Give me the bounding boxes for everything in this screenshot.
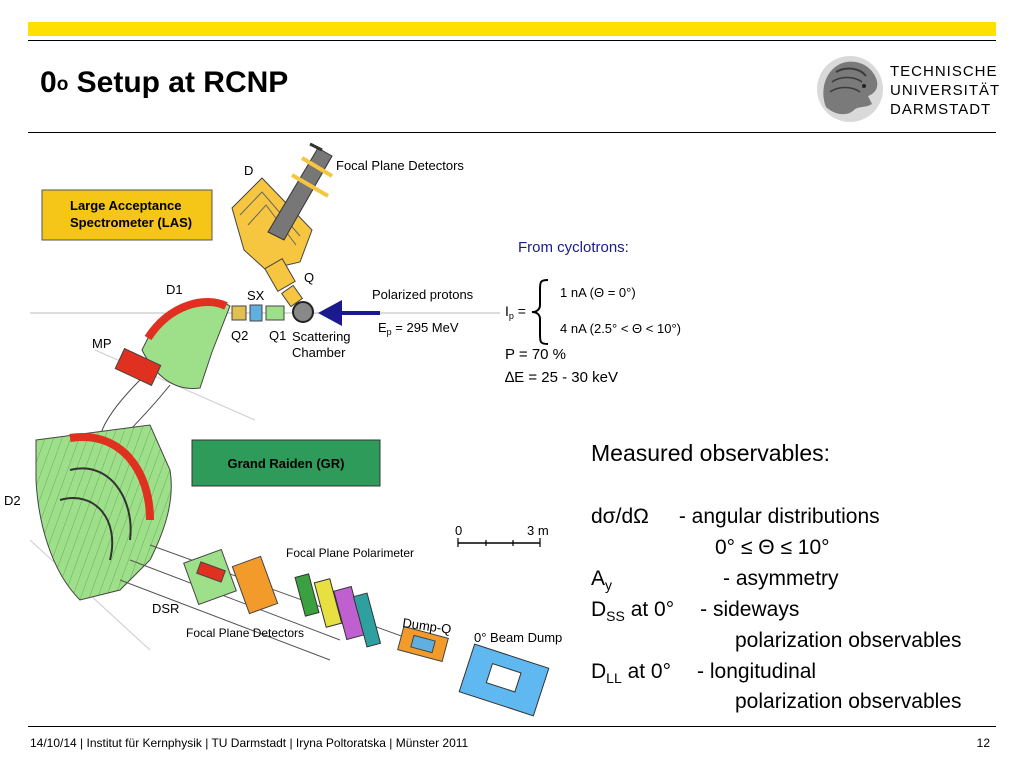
logo-wordmark: TECHNISCHE UNIVERSITÄT DARMSTADT xyxy=(890,63,1001,118)
observable-dll-desc: polarization observables xyxy=(735,690,962,713)
current-line-2: 4 nA (2.5° < Θ < 10°) xyxy=(560,321,681,336)
observable-row-dll: DLL at 0°- longitudinal xyxy=(591,660,817,687)
label-dump-q: Dump-Q xyxy=(402,615,453,637)
ip-label: Ip = xyxy=(505,303,526,321)
label-mp: MP xyxy=(92,336,112,351)
label-focal-plane-detectors-bottom: Focal Plane Detectors xyxy=(186,626,304,640)
polarimeter-plane-2 xyxy=(313,578,343,628)
observable-angle-range: 0° ≤ Θ ≤ 10° xyxy=(715,536,830,559)
observable-row-dss: DSS at 0°- sideways xyxy=(591,598,800,625)
las-dipole-magnet xyxy=(231,177,313,271)
header-rule xyxy=(28,40,996,41)
energy-spread-value: ∆E = 25 - 30 keV xyxy=(505,369,618,386)
scale-three-label: 3 m xyxy=(527,523,549,538)
label-focal-plane-detectors-top: Focal Plane Detectors xyxy=(336,158,464,173)
tu-darmstadt-logo xyxy=(806,52,996,126)
title-rule xyxy=(28,132,996,133)
from-cyclotrons-label: From cyclotrons: xyxy=(518,239,629,256)
label-d: D xyxy=(244,163,253,178)
gr-label-box xyxy=(191,439,381,487)
polarimeter-plane-4 xyxy=(352,592,382,648)
label-ep: Ep = 295 MeV xyxy=(378,320,459,337)
polarimeter-plane-1 xyxy=(294,573,320,617)
label-beam-dump: 0° Beam Dump xyxy=(474,630,562,645)
label-polarized-protons: Polarized protons xyxy=(372,287,474,302)
brace-icon xyxy=(531,279,549,345)
observable-row-cross-section: dσ/dΩ- angular distributions xyxy=(591,505,880,528)
page-number: 12 xyxy=(976,736,990,750)
las-quadrupole xyxy=(264,258,296,292)
label-q2: Q2 xyxy=(231,328,248,343)
las-focal-plane-detectors xyxy=(267,147,333,241)
page-title: 0o Setup at RCNP xyxy=(40,66,289,99)
gr-label-text: Grand Raiden (GR) xyxy=(227,456,344,471)
label-d2: D2 xyxy=(4,493,21,508)
current-line-1: 1 nA (Θ = 0°) xyxy=(560,285,636,300)
gr-focal-plane-detectors xyxy=(231,555,279,615)
label-sx: SX xyxy=(247,288,265,303)
mp-multipole xyxy=(114,347,162,387)
q1-element xyxy=(265,305,285,321)
las-label-box xyxy=(41,189,213,241)
polarization-value: P = 70 % xyxy=(505,346,566,363)
sx-element xyxy=(249,304,263,322)
label-scattering-chamber-l1: Scattering xyxy=(292,329,351,344)
label-q1: Q1 xyxy=(269,328,286,343)
athena-head-icon xyxy=(817,56,883,122)
q2-element xyxy=(231,305,247,321)
scattering-chamber-icon xyxy=(292,301,314,323)
label-focal-plane-polarimeter: Focal Plane Polarimeter xyxy=(286,546,414,560)
label-d1: D1 xyxy=(166,282,183,297)
scale-zero-label: 0 xyxy=(455,523,462,538)
observables-heading: Measured observables: xyxy=(591,440,831,466)
label-scattering-chamber-l2: Chamber xyxy=(292,345,346,360)
header-accent-bar xyxy=(28,22,996,36)
label-q: Q xyxy=(304,270,314,285)
footer-rule xyxy=(28,726,996,727)
label-dsr: DSR xyxy=(152,601,179,616)
spectrometer-setup-diagram: Large Acceptance Spectrometer (LAS) D Fo… xyxy=(4,142,681,717)
footer-text: 14/10/14 | Institut für Kernphysik | TU … xyxy=(30,736,469,750)
observable-dss-desc: polarization observables xyxy=(735,629,962,652)
observable-row-asymmetry: Ay- asymmetry xyxy=(591,567,839,594)
las-label-line2: Spectrometer (LAS) xyxy=(70,215,192,230)
las-label-line1: Large Acceptance xyxy=(70,198,182,213)
